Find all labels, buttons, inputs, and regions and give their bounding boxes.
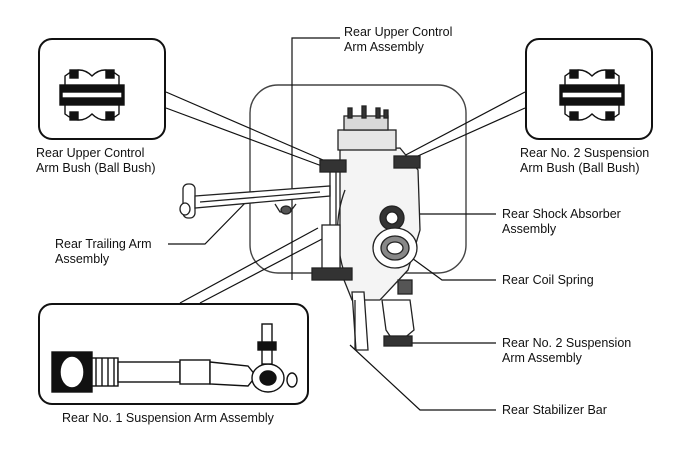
leader-no2-bush-1 <box>399 91 526 159</box>
label-line: Rear Upper Control <box>344 25 453 39</box>
label-stabilizer-bar: Rear Stabilizer Bar <box>502 403 607 418</box>
upper-links <box>311 155 421 281</box>
label-line: Rear Shock Absorber <box>502 207 621 221</box>
leader-trailing-arm <box>168 197 251 245</box>
label-upper-control-arm-bush: Rear Upper Control Arm Bush (Ball Bush) <box>36 146 155 176</box>
label-line: Assembly <box>55 252 110 266</box>
leader-coil <box>404 252 496 281</box>
label-no1-suspension-arm: Rear No. 1 Suspension Arm Assembly <box>62 411 274 426</box>
label-line: Rear No. 2 Suspension <box>520 146 650 160</box>
label-trailing-arm: Rear Trailing Arm Assembly <box>55 237 152 267</box>
label-upper-control-arm: Rear Upper Control Arm Assembly <box>344 25 452 55</box>
shock-and-spring <box>372 205 418 295</box>
label-line: Arm Bush (Ball Bush) <box>36 161 156 175</box>
label-line: Assembly <box>502 222 557 236</box>
label-shock-absorber: Rear Shock Absorber Assembly <box>502 207 621 237</box>
lower-arm-and-stabilizer <box>351 291 415 351</box>
no2-bush-illustration <box>559 69 625 121</box>
label-line: Arm Assembly <box>502 351 582 365</box>
label-no2-suspension-arm: Rear No. 2 Suspension Arm Assembly <box>502 336 631 366</box>
leader-no1-arm-1 <box>179 227 319 304</box>
no1-arm-inset <box>38 303 309 405</box>
leader-upper-bush-1 <box>165 91 331 164</box>
label-line: Rear Stabilizer Bar <box>502 403 607 417</box>
trailing-arm <box>179 183 331 219</box>
no1-arm-illustration <box>51 323 298 393</box>
label-line: Arm Bush (Ball Bush) <box>520 161 640 175</box>
label-line: Rear No. 2 Suspension <box>502 336 632 350</box>
label-line: Rear Coil Spring <box>502 273 594 287</box>
label-line: Rear Trailing Arm <box>55 237 152 251</box>
label-line: Rear No. 1 Suspension Arm Assembly <box>62 411 274 425</box>
no2-bush-inset <box>525 38 653 140</box>
label-no2-suspension-arm-bush: Rear No. 2 Suspension Arm Bush (Ball Bus… <box>520 146 649 176</box>
leader-no1-arm-2 <box>199 237 325 304</box>
leader-stabilizer <box>349 344 496 411</box>
leader-upper-bush-2 <box>165 107 331 170</box>
upper-bush-inset <box>38 38 166 140</box>
label-line: Rear Upper Control <box>36 146 145 160</box>
upper-bush-illustration <box>59 69 125 121</box>
label-line: Arm Assembly <box>344 40 424 54</box>
leader-no2-bush-2 <box>399 107 526 165</box>
label-coil-spring: Rear Coil Spring <box>502 273 594 288</box>
